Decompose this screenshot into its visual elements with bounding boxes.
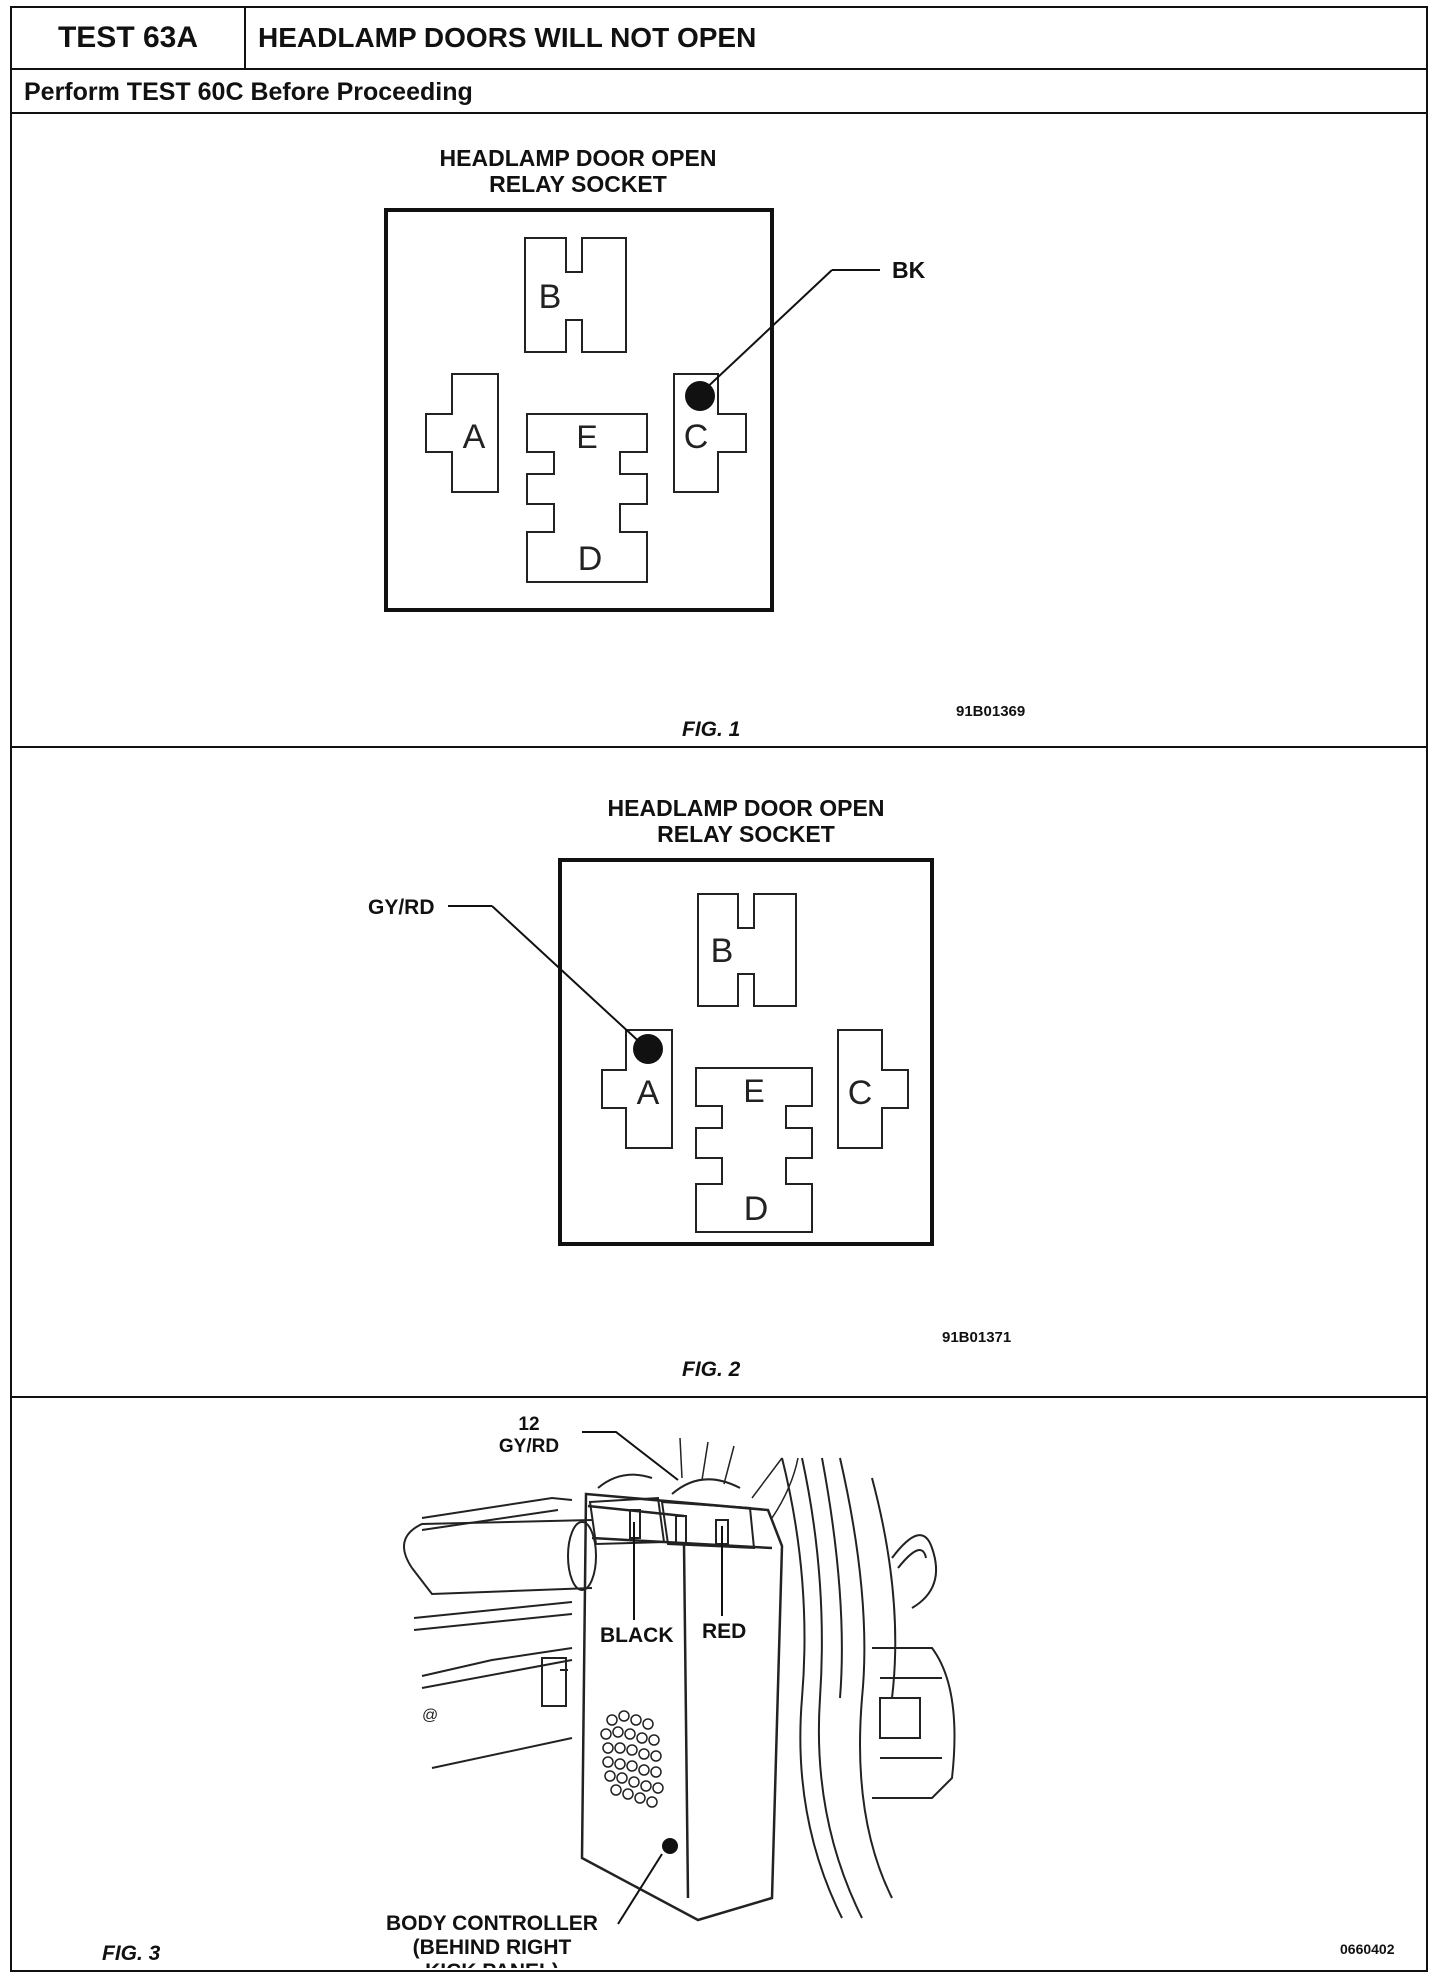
fig1-title-line1: HEADLAMP DOOR OPEN (440, 145, 717, 171)
fig2-panel: HEADLAMP DOOR OPEN RELAY SOCKET B A C E … (12, 748, 1426, 1398)
fig1-terminal-a (425, 373, 499, 493)
fig3-pin-label-line2: GY/RD (499, 1436, 559, 1457)
connector-red[interactable] (660, 1478, 756, 1550)
fig3-black-label: BLACK (600, 1624, 674, 1647)
fig1-probe-dot (685, 381, 715, 411)
body-controller-module[interactable] (580, 1492, 784, 1922)
fig1-terminal-c (673, 373, 747, 493)
fig2-caption: FIG. 2 (682, 1358, 741, 1381)
fig2-probe-dot (633, 1034, 663, 1064)
header-row: TEST 63A HEADLAMP DOORS WILL NOT OPEN (12, 8, 1426, 70)
dash-structure: @ (403, 1496, 597, 1769)
module-mount-screw (662, 1838, 678, 1854)
fig3-diagram: @ (102, 1414, 1395, 1968)
fig2-terminal-c (837, 1029, 909, 1149)
fig2-wire-label: GY/RD (368, 896, 435, 919)
fig1-wire-label: BK (892, 257, 926, 283)
fig1-terminal-b-label: B (539, 278, 562, 316)
fig2-terminal-c-label: C (848, 1074, 873, 1112)
fig3-module-label-line1: BODY CONTROLLER (386, 1912, 598, 1935)
fig2-terminal-e-label: E (743, 1073, 764, 1109)
fig1-relay-socket (384, 208, 774, 612)
fig2-terminal-a (601, 1029, 673, 1149)
fig3-module-label-line2: (BEHIND RIGHT (413, 1936, 572, 1959)
fig3-ref-code: 0660402 (1340, 1941, 1395, 1957)
fig2-ref-code: 91B01371 (942, 1329, 1011, 1346)
fig2-relay-socket (558, 858, 934, 1246)
svg-text:@: @ (422, 1707, 438, 1724)
fig1-terminal-a-label: A (463, 418, 486, 456)
fig1-diagram: HEADLAMP DOOR OPEN RELAY SOCKET B A C E … (384, 145, 1025, 741)
fig1-terminal-b (524, 237, 627, 353)
fig2-leader-line (491, 905, 647, 1049)
test-id: TEST 63A (12, 8, 246, 68)
fig3-panel: @ (12, 1398, 1426, 1968)
vent-grille (600, 1710, 664, 1808)
prerequisite-row: Perform TEST 60C Before Proceeding (12, 70, 1426, 114)
fig3-caption: FIG. 3 (102, 1942, 161, 1965)
test-title: HEADLAMP DOORS WILL NOT OPEN (258, 22, 757, 53)
fig1-terminal-ed (526, 413, 648, 583)
fig2-terminal-a-label: A (637, 1074, 660, 1112)
fig1-caption: FIG. 1 (682, 718, 740, 741)
fig1-leader-line (699, 269, 833, 395)
fig3-leaders (582, 1431, 723, 1925)
fig1-terminal-d-label: D (578, 540, 603, 578)
prerequisite-note: Perform TEST 60C Before Proceeding (24, 78, 473, 106)
fig1-title-line2: RELAY SOCKET (489, 171, 667, 197)
fig2-diagram: HEADLAMP DOOR OPEN RELAY SOCKET B A C E … (368, 795, 1011, 1381)
fig3-red-label: RED (702, 1620, 746, 1643)
fig2-terminal-b (697, 893, 797, 1007)
wire-harness (679, 1437, 799, 1519)
fig1-ref-code: 91B01369 (956, 703, 1025, 720)
fig2-title-line2: RELAY SOCKET (657, 821, 835, 847)
fig2-terminal-ed (695, 1067, 813, 1233)
service-manual-page: TEST 63A HEADLAMP DOORS WILL NOT OPEN Pe… (10, 6, 1428, 1972)
fig2-title-line1: HEADLAMP DOOR OPEN (608, 795, 885, 821)
fig1-terminal-c-label: C (684, 418, 709, 456)
fig1-terminal-e-label: E (576, 419, 597, 455)
fig2-terminal-b-label: B (711, 932, 734, 970)
kick-panel-structure (781, 1457, 956, 1919)
fig3-pin-label-line1: 12 (518, 1414, 539, 1435)
fig2-terminal-d-label: D (744, 1190, 769, 1228)
fig1-panel: HEADLAMP DOOR OPEN RELAY SOCKET B A C E … (12, 112, 1426, 748)
fig3-module-label-line3: KICK PANEL) (425, 1960, 559, 1968)
